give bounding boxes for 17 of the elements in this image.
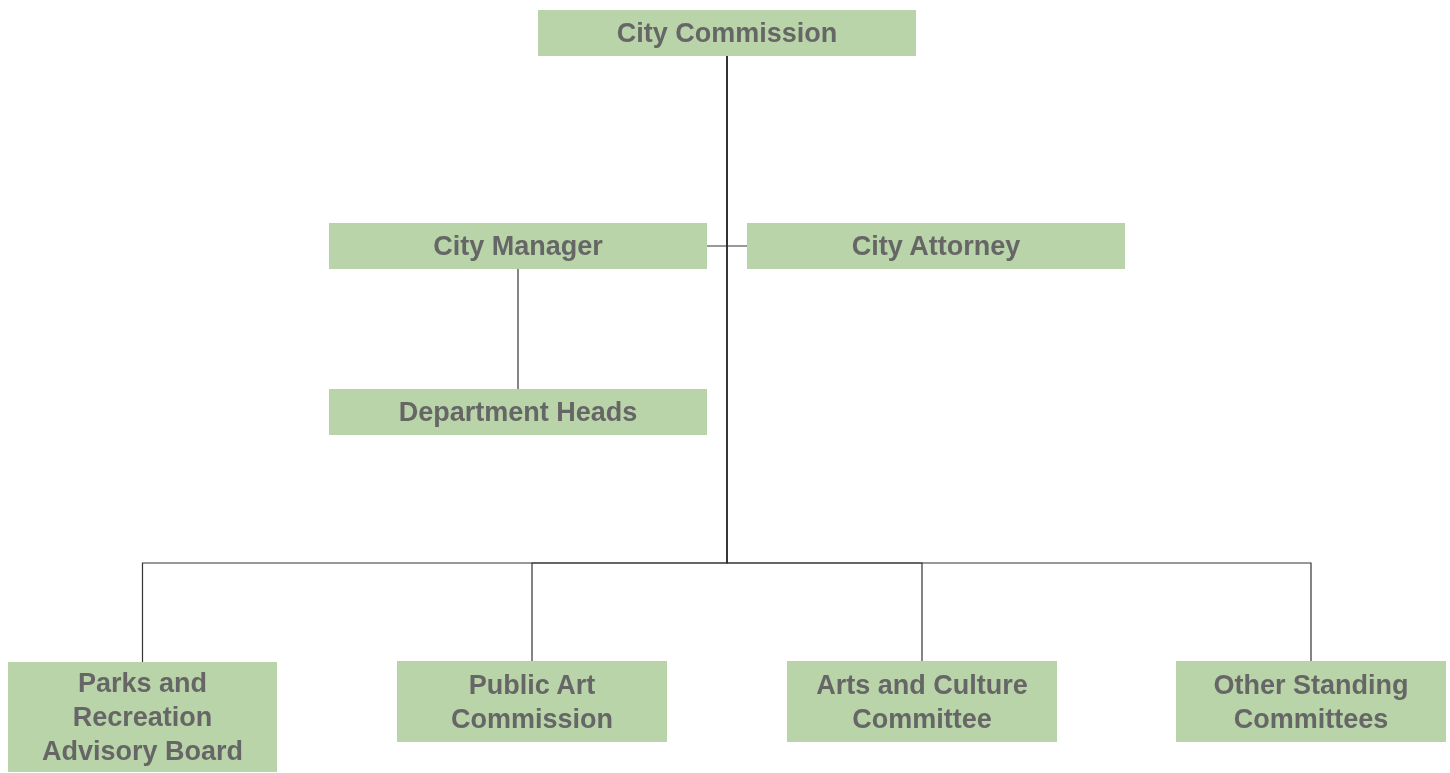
node-label: Public Art Commission: [450, 668, 614, 736]
org-box: [397, 661, 667, 742]
connector-line: [517, 268, 519, 390]
node-label: Arts and Culture Committee: [815, 668, 1029, 736]
node-label: Parks and Recreation Advisory Board: [40, 667, 245, 768]
org-box: [538, 10, 916, 56]
org-box: [787, 661, 1057, 742]
node-label: Other Standing Committees: [1212, 668, 1410, 736]
org-box: [8, 662, 277, 772]
node-label: City Commission: [616, 17, 838, 50]
node-label: Department Heads: [398, 396, 638, 429]
node-label: City Attorney: [851, 230, 1021, 263]
org-box: [329, 223, 707, 269]
org-box: [1176, 661, 1446, 742]
node-label: City Manager: [433, 230, 603, 263]
org-box: [747, 223, 1125, 269]
org-box: [329, 389, 707, 435]
